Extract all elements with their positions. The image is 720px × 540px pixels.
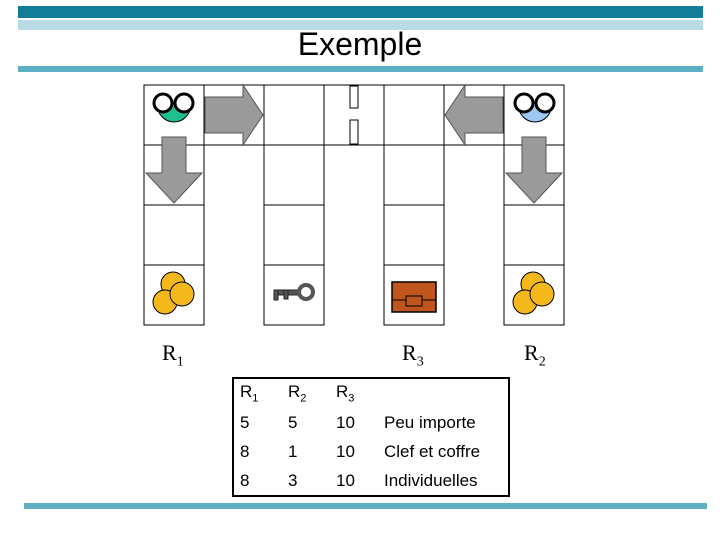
table-header-row: R1 R2 R3 [233, 378, 509, 408]
key-icon [273, 283, 315, 301]
table-row: 5 5 10 Peu importe [233, 408, 509, 437]
table-cell: 5 [288, 412, 298, 432]
robot-icon [513, 92, 556, 123]
results-table: R1 R2 R3 5 5 10 Peu importe 8 1 10 Clef … [232, 377, 510, 497]
room-label-r2: R2 [524, 340, 546, 370]
table-cell: Peu importe [384, 412, 476, 432]
slide-title: Exemple [297, 26, 423, 62]
coins-icon [512, 271, 555, 315]
top-bar [18, 6, 703, 18]
door-icon [349, 119, 359, 145]
grid-cell [263, 84, 325, 146]
table-cell: 10 [336, 412, 355, 432]
arrow-icon [504, 136, 564, 204]
grid-cell [503, 204, 565, 266]
coins-icon [152, 271, 195, 315]
arrow-icon [204, 83, 264, 147]
grid-cell [263, 204, 325, 266]
grid-cell [143, 204, 205, 266]
header-cell: R2 [288, 382, 307, 405]
title-underline [18, 66, 703, 72]
robot-icon [152, 92, 195, 123]
top-bar-light [18, 20, 703, 30]
table-cell: 10 [336, 441, 355, 461]
table-cell: 8 [240, 470, 250, 490]
header-cell [378, 378, 509, 408]
grid-cell [383, 84, 445, 146]
table-row: 8 1 10 Clef et coffre [233, 437, 509, 466]
grid-cell [383, 204, 445, 266]
chest-icon [391, 281, 437, 313]
grid-cell [263, 144, 325, 206]
table-cell: 8 [240, 441, 250, 461]
grid-cell [383, 144, 445, 206]
table-cell: 10 [336, 470, 355, 490]
room-label-r3: R3 [402, 340, 424, 370]
table-cell: 5 [240, 412, 250, 432]
bottom-bar [24, 503, 707, 509]
table-cell: Clef et coffre [384, 441, 481, 461]
header-cell: R3 [336, 382, 355, 405]
table-cell: Individuelles [384, 470, 478, 490]
room-label-r1: R1 [162, 340, 184, 370]
door-icon [349, 85, 359, 109]
table-cell: 3 [288, 470, 298, 490]
table-row: 8 3 10 Individuelles [233, 466, 509, 496]
arrow-icon [444, 83, 504, 147]
table-cell: 1 [288, 441, 298, 461]
header-cell: R1 [240, 382, 259, 405]
arrow-icon [144, 136, 204, 204]
